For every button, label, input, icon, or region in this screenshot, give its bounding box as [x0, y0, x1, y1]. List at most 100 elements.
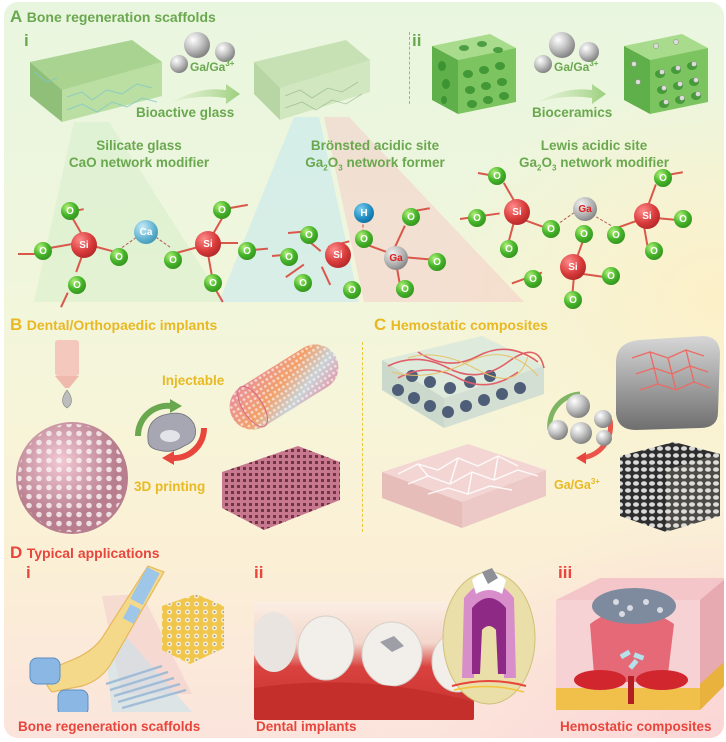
bronsted-site-caption: Brönsted acidic site Ga2O3 network forme…	[305, 138, 445, 173]
panel-a-i-label: i	[24, 31, 29, 50]
glass-fibre-zoom-block	[105, 664, 187, 710]
dental-implants-caption: Dental implants	[256, 719, 357, 734]
3d-printing-label: 3D printing	[134, 479, 206, 494]
gallium-sphere-icon	[596, 430, 612, 446]
tooth-cross-section	[442, 568, 536, 705]
dental-molars-photo	[254, 602, 474, 720]
panel-divider	[409, 32, 410, 104]
section-b-title: Dental/Orthopaedic implants	[26, 317, 218, 333]
hemostatic-composites-caption: Hemostatic composites	[560, 719, 712, 734]
section-c-header: C Hemostatic composites	[374, 316, 548, 334]
panel-a-ii-label: ii	[412, 31, 422, 50]
bioactive-glass-label: Bioactive glass	[136, 105, 235, 120]
oxygen-atom: O	[564, 291, 582, 309]
section-a-title: Bone regeneration scaffolds	[26, 9, 216, 25]
section-b-header: B Dental/Orthopaedic implants	[10, 316, 217, 334]
printed-lattice-image	[222, 446, 340, 530]
bone-regeneration-caption: Bone regeneration scaffolds	[18, 719, 201, 734]
oxygen-atom: O	[343, 281, 361, 299]
oxygen-atom: O	[355, 230, 373, 248]
section-d-title: Typical applications	[26, 545, 160, 561]
oxygen-atom: O	[542, 220, 560, 238]
oxygen-atom: O	[300, 226, 318, 244]
reaction-arrow-icon	[172, 84, 240, 104]
hydrogel-film-image	[382, 444, 546, 528]
gallium-atom: Ga	[384, 246, 408, 270]
oxygen-atom: O	[468, 209, 486, 227]
porous-sphere-image	[16, 422, 128, 534]
reagent-label-a-i: Ga/Ga3+	[190, 59, 235, 74]
ga-doped-glass-scaffold-image	[254, 40, 370, 120]
oxygen-atom: O	[396, 280, 414, 298]
panel-d-ii-label: ii	[254, 563, 264, 582]
oxygen-atom: O	[645, 242, 663, 260]
silicate-glass-scaffold-image	[30, 40, 162, 122]
gallium-sphere-icon	[184, 32, 210, 58]
oxygen-atom: O	[402, 208, 420, 226]
section-b-letter: B	[10, 315, 23, 334]
panel-d-i-label: i	[26, 563, 31, 582]
oxygen-atom: O	[213, 201, 231, 219]
section-a-header: A Bone regeneration scaffolds	[10, 8, 216, 26]
calcium-atom: Ca	[134, 220, 158, 244]
metallic-sponge-image	[616, 336, 720, 430]
oxygen-atom: O	[654, 169, 672, 187]
figure-canvas: A Bone regeneration scaffolds i Ga/Ga3+ …	[4, 2, 724, 738]
printed-tube-image	[229, 344, 339, 430]
oxygen-atom: O	[575, 225, 593, 243]
silicon-atom: Si	[560, 254, 586, 280]
hemostatic-wound-illustration	[556, 578, 724, 710]
section-d-header: D Typical applications	[10, 544, 160, 562]
syringe-injection-icon	[55, 340, 79, 409]
oxygen-atom: O	[110, 248, 128, 266]
silicon-atom: Si	[634, 203, 660, 229]
bone-scaffold-zoom-cube	[162, 594, 224, 664]
oxygen-atom: O	[68, 276, 86, 294]
bioceramics-label: Bioceramics	[532, 105, 613, 120]
section-d-letter: D	[10, 543, 23, 562]
silicate-glass-caption: Silicate glass CaO network modifier	[68, 138, 210, 170]
oxygen-atom: O	[164, 251, 182, 269]
gallium-sphere-icon	[566, 394, 590, 418]
oxygen-atom: O	[34, 242, 52, 260]
oxygen-atom: O	[294, 274, 312, 292]
ga-doped-gyroid-scaffold-image	[624, 34, 708, 114]
oxygen-atom: O	[674, 210, 692, 228]
reagent-label-c: Ga/Ga3+	[554, 477, 600, 493]
gallium-sphere-icon	[215, 42, 235, 62]
gallium-sphere-icon	[570, 422, 592, 444]
gallium-sphere-icon	[548, 420, 568, 440]
fibrous-composite-image	[382, 336, 545, 428]
oxygen-atom: O	[607, 226, 625, 244]
injectable-label: Injectable	[162, 373, 225, 388]
oxygen-atom: O	[428, 253, 446, 271]
liquid-metal-cycle-icon	[134, 399, 208, 465]
lewis-site-caption: Lewis acidic site Ga2O3 network modifier	[519, 138, 669, 173]
bioceramic-gyroid-scaffold-image	[432, 34, 516, 114]
panel-d-iii-label: iii	[558, 563, 573, 582]
oxygen-atom: O	[602, 267, 620, 285]
oxygen-atom: O	[238, 242, 256, 260]
section-c-letter: C	[374, 315, 387, 334]
silicon-atom: Si	[504, 199, 530, 225]
gallium-sphere-icon	[170, 55, 188, 73]
oxygen-atom: O	[488, 167, 506, 185]
gallium-atom: Ga	[573, 197, 597, 221]
hydrogen-atom: H	[354, 203, 374, 223]
oxygen-atom: O	[61, 202, 79, 220]
section-c-title: Hemostatic composites	[390, 317, 548, 333]
silicon-atom: Si	[325, 242, 351, 268]
gallium-sphere-icon	[594, 410, 612, 428]
oxygen-atom: O	[500, 240, 518, 258]
oxygen-atom: O	[524, 270, 542, 288]
gallium-sphere-icon	[534, 55, 552, 73]
silicon-atom: Si	[71, 232, 97, 258]
foam-cube-image	[620, 442, 720, 532]
oxygen-atom: O	[204, 274, 222, 292]
reaction-arrow-icon	[538, 84, 606, 104]
section-a-letter: A	[10, 7, 23, 26]
reagent-label-a-ii: Ga/Ga3+	[554, 59, 599, 74]
section-divider	[362, 342, 363, 532]
gallium-sphere-icon	[549, 32, 575, 58]
oxygen-atom: O	[280, 248, 298, 266]
